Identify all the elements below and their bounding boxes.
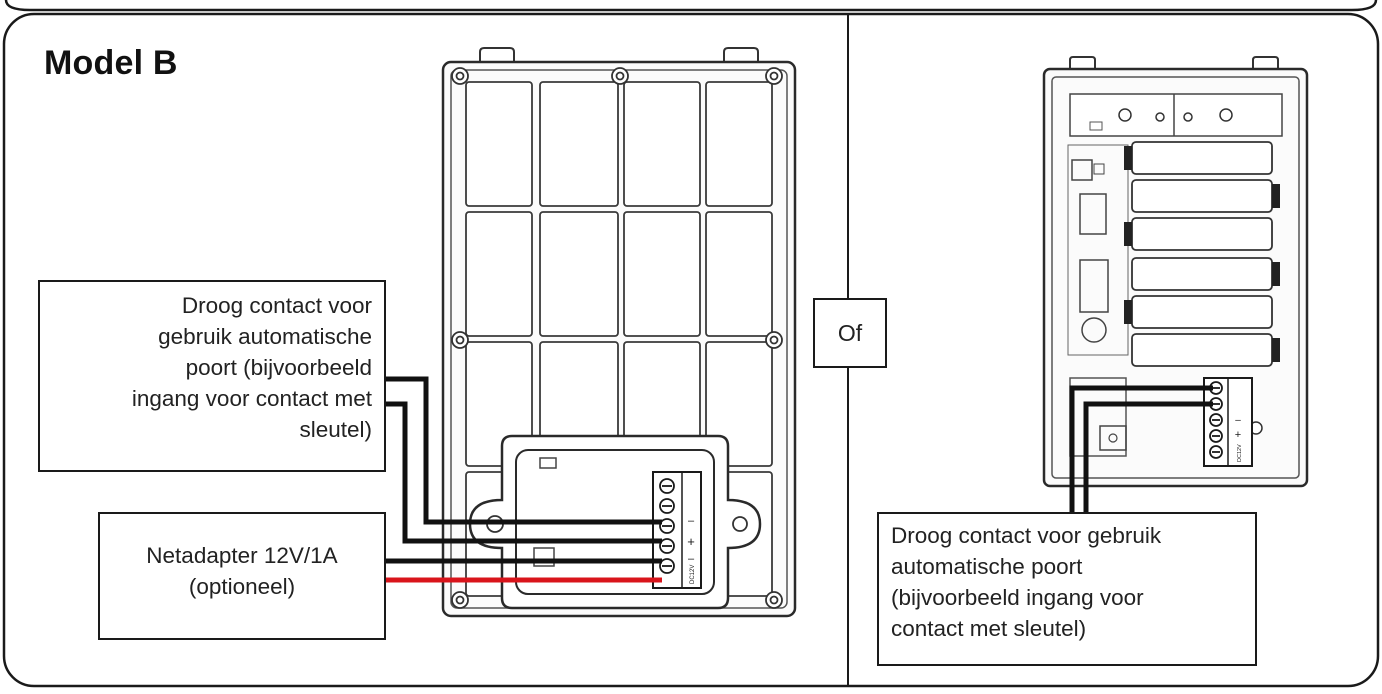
left-device-back-plate: – + – DC12V [441,47,797,618]
label-line: (optioneel) [188,574,296,599]
right-dry-contact-wire-1 [1069,385,1213,512]
left-terminal-dc-mark: DC12V [690,565,696,584]
label-line: contact met sleutel) [891,616,1087,641]
dry-contact-label-left: Droog contact voor gebruik automatische … [38,280,386,472]
label-line: ingang voor contact met [131,386,372,411]
label-line: gebruik automatische [158,324,372,349]
right-terminal-minus: – [1235,415,1241,426]
power-adapter-label: Netadapter 12V/1A (optioneel) [98,512,386,640]
label-line: (bijvoorbeeld ingang voor [891,585,1144,610]
label-line: automatische poort [891,554,1083,579]
right-dry-contact-wire-2 [1083,401,1213,512]
label-line: Droog contact voor [181,293,372,318]
dry-contact-wire-1 [386,376,662,525]
dry-contact-wire-2 [386,401,662,544]
dry-contact-label-right: Droog contact voor gebruik automatische … [877,512,1257,666]
right-device-battery-compartment: – + DC12V [1042,56,1309,488]
label-line: sleutel) [299,417,372,442]
right-terminal-dc-mark: DC12V [1237,444,1243,462]
panel-top-strip [4,0,1378,12]
left-wires [386,376,662,583]
label-line: poort (bijvoorbeeld [185,355,372,380]
left-terminal-minus: – [688,515,695,527]
right-terminal-plus: + [1235,429,1241,441]
right-wires [1069,385,1213,512]
model-title: Model B [44,44,178,82]
label-line: Netadapter 12V/1A [146,543,338,568]
left-terminal-minus-2: – [688,553,695,565]
left-terminal-plus: + [687,534,695,549]
or-label: Of [813,298,887,368]
label-line: Droog contact voor gebruik [891,523,1162,548]
